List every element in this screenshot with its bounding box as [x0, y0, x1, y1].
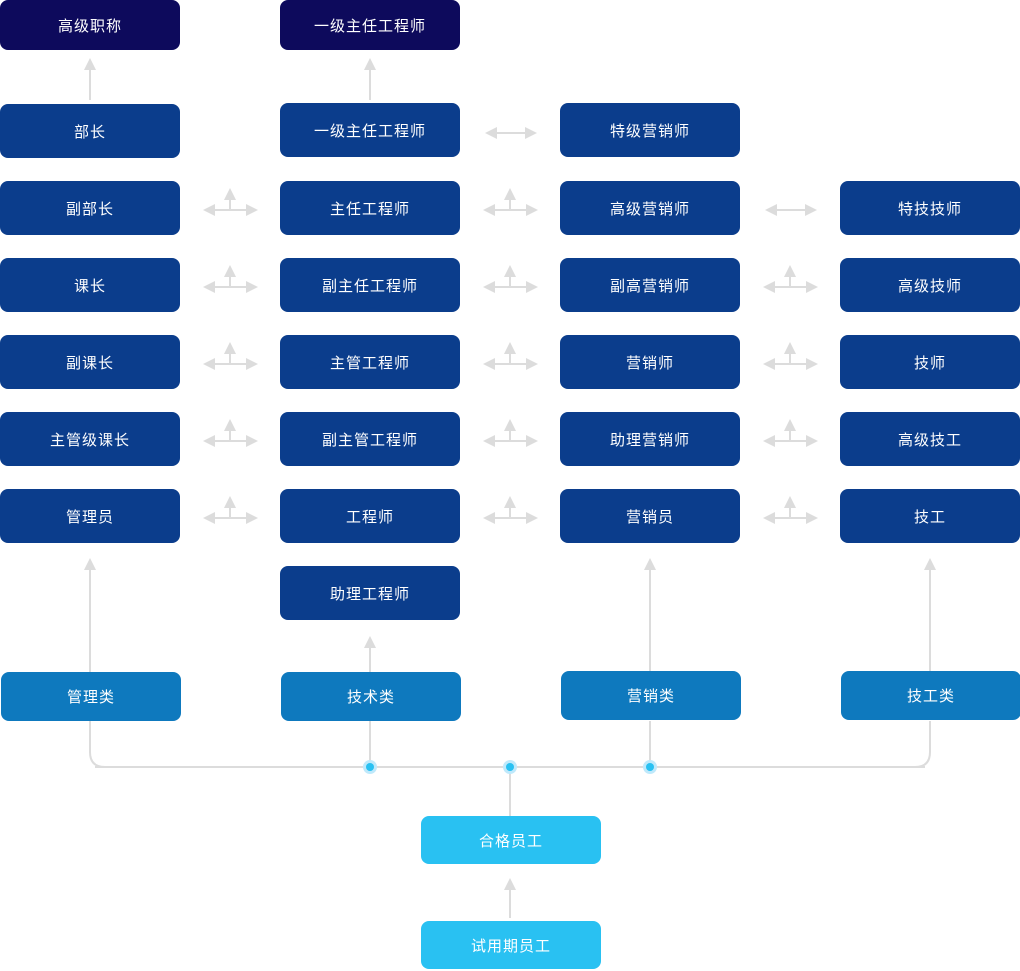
node-tech-6[interactable]: 工程师	[280, 489, 460, 543]
node-tech-7[interactable]: 助理工程师	[280, 566, 460, 620]
distribution-bus	[89, 721, 931, 816]
node-mgmt-5[interactable]: 主管级课长	[0, 412, 180, 466]
node-tech-2[interactable]: 主任工程师	[280, 181, 460, 235]
node-tech-1[interactable]: 一级主任工程师	[280, 103, 460, 157]
node-tech-top[interactable]: 一级主任工程师	[280, 0, 460, 50]
arrow-up-mkt-category	[644, 558, 656, 672]
arrow-three-way-mgmt-tech-r4	[203, 342, 258, 370]
category-marketing[interactable]: 营销类	[561, 671, 741, 720]
arrow-three-way-mgmt-tech-r2	[203, 188, 258, 216]
arrow-double-mkt-craft-r2	[765, 204, 817, 216]
arrow-three-way-tech-mkt-r3	[483, 265, 538, 293]
arrow-three-way-mkt-craft-r3	[763, 265, 818, 293]
node-mkt-2[interactable]: 高级营销师	[560, 181, 740, 235]
node-mkt-1[interactable]: 特级营销师	[560, 103, 740, 157]
node-mkt-4[interactable]: 营销师	[560, 335, 740, 389]
node-qualified-employee[interactable]: 合格员工	[421, 816, 601, 864]
node-mgmt-top[interactable]: 高级职称	[0, 0, 180, 50]
node-craft-4[interactable]: 技师	[840, 335, 1020, 389]
arrow-three-way-mgmt-tech-r3	[203, 265, 258, 293]
arrow-three-way-tech-mkt-r6	[483, 496, 538, 524]
node-tech-4[interactable]: 主管工程师	[280, 335, 460, 389]
node-tech-5[interactable]: 副主管工程师	[280, 412, 460, 466]
junction-dot-center	[503, 760, 517, 774]
arrow-up-craft-category	[924, 558, 936, 672]
arrow-three-way-mkt-craft-r6	[763, 496, 818, 524]
arrow-three-way-mgmt-tech-r5	[203, 419, 258, 447]
junction-dot-technical	[363, 760, 377, 774]
node-craft-6[interactable]: 技工	[840, 489, 1020, 543]
arrow-three-way-tech-mkt-r2	[483, 188, 538, 216]
arrow-up-tech-category	[364, 636, 376, 672]
node-mgmt-6[interactable]: 管理员	[0, 489, 180, 543]
junction-dot-marketing	[643, 760, 657, 774]
node-craft-2[interactable]: 特技技师	[840, 181, 1020, 235]
node-mgmt-2[interactable]: 副部长	[0, 181, 180, 235]
node-mgmt-4[interactable]: 副课长	[0, 335, 180, 389]
arrow-three-way-tech-mkt-r5	[483, 419, 538, 447]
node-mkt-5[interactable]: 助理营销师	[560, 412, 740, 466]
node-craft-3[interactable]: 高级技师	[840, 258, 1020, 312]
arrow-three-way-tech-mkt-r4	[483, 342, 538, 370]
node-mkt-6[interactable]: 营销员	[560, 489, 740, 543]
arrow-up-mgmt-top	[84, 58, 96, 100]
arrow-двух-tech-mkt-r1	[485, 127, 537, 139]
node-mgmt-3[interactable]: 课长	[0, 258, 180, 312]
arrow-three-way-mkt-craft-r4	[763, 342, 818, 370]
node-tech-3[interactable]: 副主任工程师	[280, 258, 460, 312]
arrow-three-way-mgmt-tech-r6	[203, 496, 258, 524]
arrow-three-way-mkt-craft-r5	[763, 419, 818, 447]
category-craft[interactable]: 技工类	[841, 671, 1020, 720]
arrow-up-probation-to-qualified	[504, 878, 516, 918]
arrow-up-tech-top	[364, 58, 376, 100]
category-technical[interactable]: 技术类	[281, 672, 461, 721]
node-craft-5[interactable]: 高级技工	[840, 412, 1020, 466]
category-management[interactable]: 管理类	[1, 672, 181, 721]
node-probation-employee[interactable]: 试用期员工	[421, 921, 601, 969]
node-mkt-3[interactable]: 副高营销师	[560, 258, 740, 312]
node-mgmt-1[interactable]: 部长	[0, 104, 180, 158]
arrow-up-mgmt-category	[84, 558, 96, 672]
